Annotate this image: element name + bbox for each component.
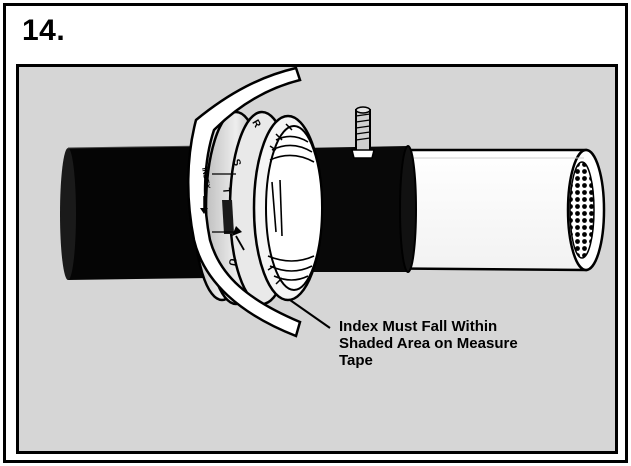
tightening-bolt: [351, 106, 375, 159]
callout-line-1: Index Must Fall Within: [339, 318, 498, 335]
tape-index-label: INDEX: [200, 167, 211, 190]
callout-line-3: Tape: [339, 352, 373, 369]
coupling-slots: [267, 135, 315, 281]
step-number: 14.: [22, 14, 66, 47]
tape-shaded-area: [222, 200, 234, 234]
tape-letter-t: T: [220, 187, 231, 194]
pipe-mesh-end: [569, 161, 595, 259]
callout-leader-line: [289, 299, 331, 329]
pointer-arrow-icon: [232, 226, 245, 251]
measure-tape: [187, 66, 302, 338]
tape-letter-s: S: [230, 158, 242, 168]
tape-letter-u: U: [226, 257, 238, 266]
index-arrow-icon: [200, 196, 208, 214]
callout-line-2: Shaded Area on Measure: [339, 335, 518, 352]
left-pipe: [60, 145, 211, 280]
